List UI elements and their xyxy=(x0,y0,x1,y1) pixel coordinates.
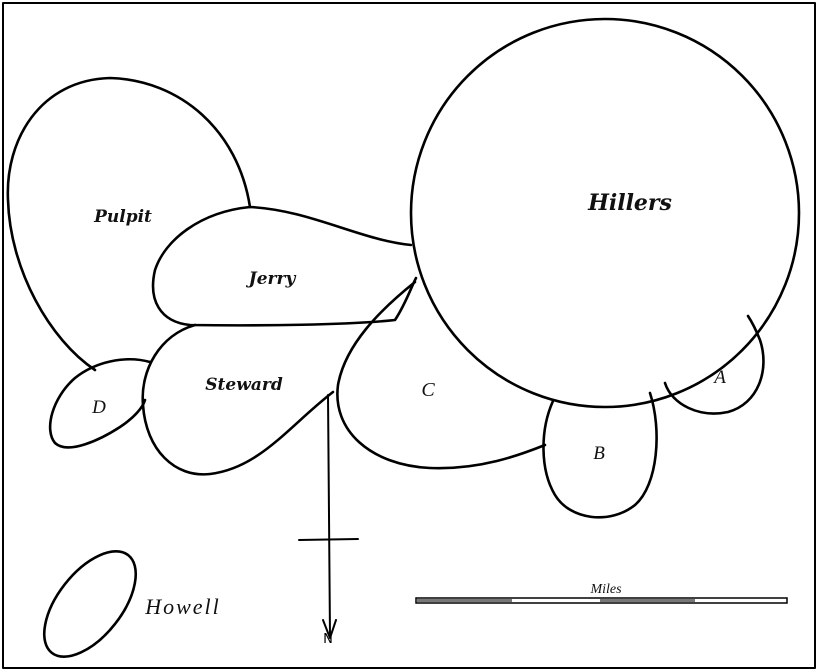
c-outline xyxy=(336,280,547,470)
hillers-outline xyxy=(409,17,801,409)
steward-outline xyxy=(141,323,335,476)
a-outline xyxy=(663,314,765,415)
pulpit-outline xyxy=(6,76,252,372)
scale-label: Miles xyxy=(589,582,622,597)
compass-north-label: N xyxy=(323,629,333,644)
jerry-outline xyxy=(151,205,418,327)
label-c: C xyxy=(421,379,435,401)
b-outline xyxy=(542,391,658,519)
label-d: D xyxy=(91,397,106,418)
label-pulpit: Pulpit xyxy=(93,207,152,227)
label-howell: Howell xyxy=(144,594,221,619)
d-outline xyxy=(48,358,152,449)
label-b: B xyxy=(593,443,605,464)
label-jerry: Jerry xyxy=(246,269,297,289)
howell-outline xyxy=(42,550,138,658)
label-hillers: Hillers xyxy=(587,190,672,216)
label-steward: Steward xyxy=(205,375,283,395)
label-a: A xyxy=(712,367,726,388)
scale-bar xyxy=(415,597,788,604)
compass-arrow xyxy=(298,394,359,639)
